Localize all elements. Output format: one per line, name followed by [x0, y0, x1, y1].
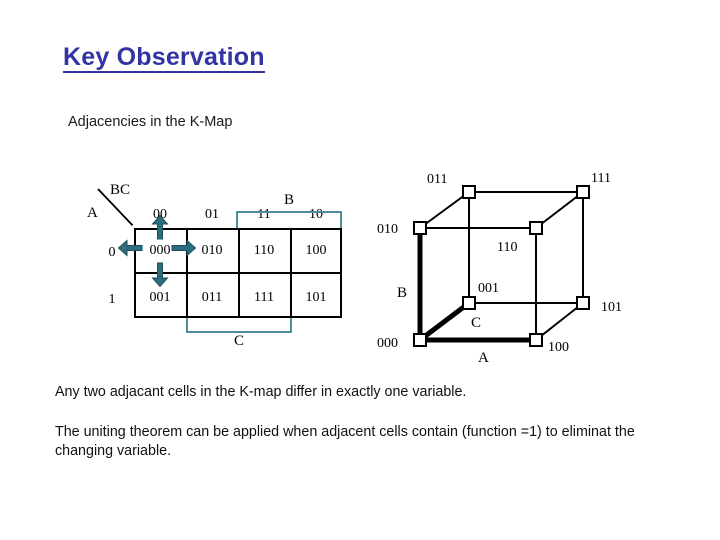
cube-edge-bold-c-000-001: [416, 299, 473, 344]
cube-vertex-110: [529, 221, 543, 235]
cube-edge-010-011: [419, 191, 470, 229]
kmap-axis-a-label: A: [87, 205, 98, 221]
kmap-diagram: BC A 00 01 11 10 0 1 000 010 110 100 001…: [80, 165, 365, 360]
cube-label-000: 000: [377, 336, 398, 351]
cube-label-011: 011: [427, 172, 448, 187]
cube-vertex-000: [413, 333, 427, 347]
kmap-cell-r1c0[interactable]: 001: [149, 290, 171, 305]
cube-axis-c-label: C: [471, 315, 482, 331]
kmap-grid-hline-1: [136, 272, 340, 274]
kmap-cell-r1c3[interactable]: 101: [305, 290, 327, 305]
kmap-cell-r0c2[interactable]: 110: [253, 243, 275, 258]
boolean-cube-diagram: 011 111 010 110 001 101 000 100 B C A: [375, 160, 675, 370]
kmap-adjacency-arrow-right-icon: [171, 239, 197, 257]
kmap-cell-r1c1[interactable]: 011: [201, 290, 223, 305]
cube-axis-a-label: A: [478, 350, 489, 366]
cube-label-100: 100: [548, 340, 569, 355]
kmap-bracket-c: [186, 318, 292, 333]
subtitle-text: Adjacencies in the K-Map: [68, 114, 233, 130]
cube-vertex-010: [413, 221, 427, 235]
cube-edge-100-101: [535, 302, 584, 341]
cube-vertex-101: [576, 296, 590, 310]
kmap-cell-r1c2[interactable]: 111: [254, 290, 274, 305]
cube-label-001: 001: [478, 281, 499, 296]
kmap-bracket-b: [236, 211, 342, 228]
page-title: Key Observation: [63, 44, 265, 74]
kmap-col-header-10: 10: [309, 207, 323, 222]
kmap-bracket-b-label: B: [283, 192, 294, 208]
kmap-grid: [134, 228, 342, 318]
kmap-cell-r0c1[interactable]: 010: [201, 243, 223, 258]
kmap-adjacency-arrow-up-icon: [151, 214, 169, 240]
kmap-col-header-01: 01: [205, 207, 219, 222]
kmap-adjacency-arrow-left-icon: [117, 239, 143, 257]
kmap-bracket-c-label: C: [233, 333, 244, 349]
kmap-cell-r0c0[interactable]: 000: [149, 243, 171, 258]
cube-label-101: 101: [601, 300, 622, 315]
kmap-cell-r0c3[interactable]: 100: [305, 243, 327, 258]
cube-label-010: 010: [377, 222, 398, 237]
cube-vertex-111: [576, 185, 590, 199]
cube-axis-b-label: B: [397, 285, 408, 301]
kmap-adjacency-arrow-down-icon: [151, 262, 169, 288]
kmap-row-header-0: 0: [108, 245, 116, 260]
cube-edges-svg: [413, 185, 590, 347]
cube-label-110: 110: [497, 240, 518, 255]
kmap-col-header-11: 11: [257, 207, 271, 222]
kmap-col-header-00: 00: [153, 207, 167, 222]
cube-vertex-100: [529, 333, 543, 347]
cube-edge-110-111: [535, 191, 584, 229]
kmap-corner-diagonal-line: [97, 188, 134, 226]
cube-label-111: 111: [591, 171, 611, 186]
body-paragraph-2: The uniting theorem can be applied when …: [55, 424, 635, 459]
cube-vertex-001: [462, 296, 476, 310]
kmap-row-header-1: 1: [108, 292, 116, 307]
kmap-axis-bc-label: BC: [110, 182, 131, 198]
body-paragraph-1: Any two adjacant cells in the K-map diff…: [55, 384, 467, 400]
cube-vertex-011: [462, 185, 476, 199]
